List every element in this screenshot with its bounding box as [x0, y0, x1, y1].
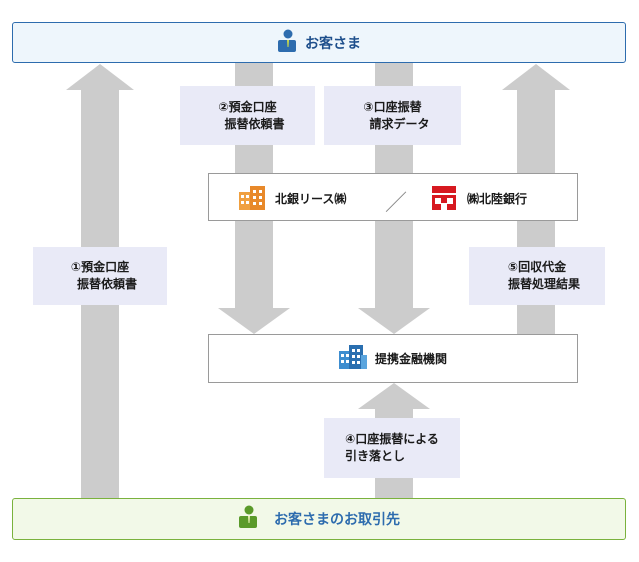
- arrow-head-1: [66, 64, 134, 90]
- step-3-label: ③口座振替 請求データ: [324, 86, 461, 145]
- step-3-line-1: ③口座振替: [363, 99, 422, 114]
- customer-box: お客さま: [12, 22, 626, 63]
- step-5-label: ⑤回収代金 振替処理結果: [469, 247, 605, 305]
- business-partner-box: お客さまのお取引先: [12, 498, 626, 540]
- step-5-line-1: ⑤回収代金: [507, 260, 567, 274]
- step-4-label: ④口座振替による 引き落とし: [324, 418, 460, 478]
- bank-icon: [431, 186, 457, 213]
- left-company-name: 北銀リース㈱: [275, 192, 347, 206]
- business-partner-title: お客さまのお取引先: [274, 512, 400, 528]
- step-4-line-1: ④口座振替による: [345, 432, 439, 446]
- customer-title: お客さま: [305, 35, 361, 52]
- step-4-line-2: 引き落とし: [344, 449, 405, 463]
- institution-title: 提携金融機関: [374, 352, 447, 366]
- step-5-line-2: 振替処理結果: [507, 277, 580, 291]
- arrow-head-4: [358, 383, 430, 409]
- step-2-line-1: ②預金口座: [218, 99, 277, 114]
- right-company-name: ㈱北陸銀行: [467, 192, 528, 206]
- institution-building-icon: [338, 345, 367, 372]
- separator: ／: [385, 191, 408, 216]
- step-1-label: ①預金口座 振替依頼書: [33, 247, 167, 305]
- step-1-line-2: 振替依頼書: [76, 277, 137, 291]
- arrow-head-5: [502, 64, 570, 90]
- institution-box: 提携金融機関: [208, 334, 578, 383]
- step-3-line-2: 請求データ: [369, 116, 430, 131]
- step-2-line-2: 振替依頼書: [224, 116, 285, 131]
- arrow-head-2: [218, 308, 290, 334]
- person-icon: [238, 505, 258, 533]
- arrow-head-3: [358, 308, 430, 334]
- step-1-line-1: ①預金口座: [70, 260, 130, 274]
- step-2-label: ②預金口座 振替依頼書: [180, 86, 315, 145]
- office-building-icon: [239, 186, 265, 213]
- companies-box: 北銀リース㈱ ／ ㈱北陸銀行: [208, 173, 578, 221]
- person-icon: [277, 29, 297, 57]
